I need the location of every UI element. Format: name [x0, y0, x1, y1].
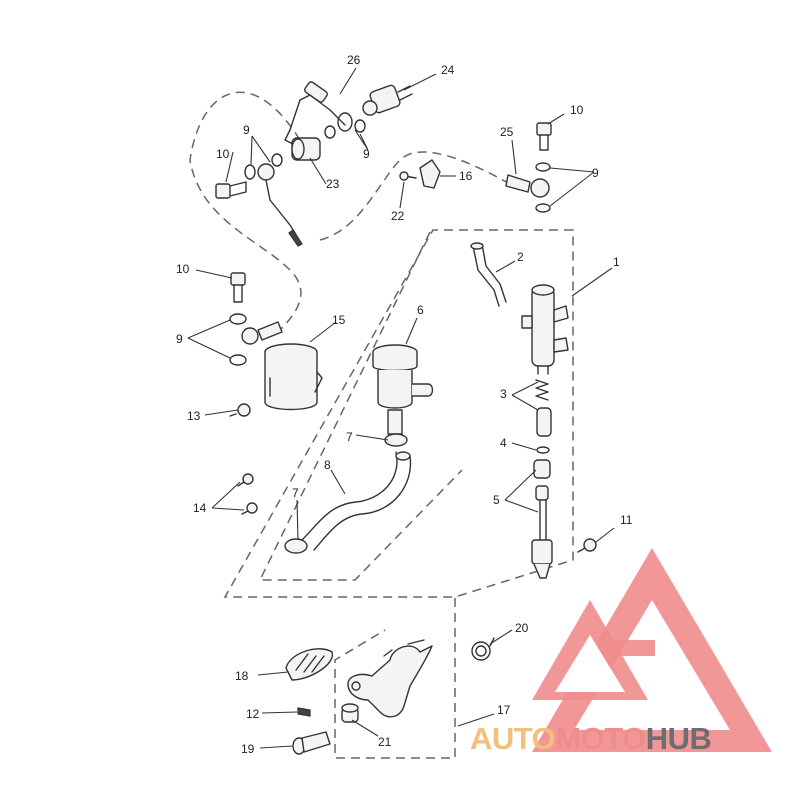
callout-20: 20	[515, 621, 529, 635]
pivot-bolt-drawing	[292, 731, 331, 755]
hose-banjo-drawing	[244, 163, 303, 247]
return-spring-drawing	[471, 637, 495, 661]
reservoir-cover-drawing	[264, 343, 323, 411]
callout-4: 4	[500, 436, 507, 450]
watermark-auto: AUTO	[470, 721, 555, 756]
callout-5: 5	[493, 493, 500, 507]
callout-24: 24	[441, 63, 455, 77]
brake-pedal-drawing	[347, 639, 433, 718]
callout-6: 6	[417, 303, 424, 317]
pedal-rubber-drawing	[285, 648, 333, 681]
callout-15: 15	[332, 313, 346, 327]
callout-10: 10	[570, 103, 584, 117]
callout-2: 2	[517, 250, 524, 264]
callout-23: 23	[326, 177, 340, 191]
callout-22: 22	[391, 209, 405, 223]
assembly-outline	[223, 229, 574, 598]
pushrod-drawing	[531, 459, 553, 579]
bolt-drawing	[215, 181, 247, 199]
screw-drawing	[237, 473, 258, 515]
callout-8: 8	[324, 458, 331, 472]
callout-19: 19	[241, 742, 255, 756]
callout-7: 7	[292, 486, 299, 500]
reservoir-group-outline	[258, 231, 463, 581]
spring-drawing	[535, 379, 552, 437]
hose-clip-drawing	[399, 159, 441, 189]
pressure-switch-drawing	[362, 84, 413, 116]
callout-1: 1	[613, 255, 620, 269]
callout-14: 14	[193, 501, 207, 515]
callout-9: 9	[363, 147, 370, 161]
banjo-fitting-drawing	[505, 174, 550, 198]
watermark-logo	[532, 548, 772, 752]
callout-16: 16	[459, 169, 473, 183]
pedal-group-outline	[334, 598, 456, 759]
callout-17: 17	[497, 703, 511, 717]
screw-drawing	[577, 538, 597, 553]
callout-25: 25	[500, 125, 514, 139]
hose-banjo-drawing	[241, 321, 283, 345]
callout-13: 13	[187, 409, 201, 423]
screw-drawing	[229, 403, 251, 417]
watermark-hub: HUB	[646, 721, 712, 756]
callout-21: 21	[378, 735, 392, 749]
callout-9: 9	[176, 332, 183, 346]
hose-route	[319, 151, 521, 241]
banjo-block-drawing	[271, 112, 366, 167]
callout-3: 3	[500, 387, 507, 401]
pipe-elbow-drawing	[470, 242, 507, 307]
seal-drawing	[536, 446, 550, 454]
leader-lines	[187, 67, 615, 749]
callout-12: 12	[246, 707, 260, 721]
fluid-reservoir-drawing	[372, 344, 434, 435]
bolt-drawing	[230, 272, 246, 303]
master-cylinder-drawing	[521, 284, 569, 375]
callout-10: 10	[176, 262, 190, 276]
bush-drawing	[341, 703, 359, 723]
washer-drawing	[229, 162, 551, 366]
reservoir-hose-drawing	[301, 451, 412, 551]
callout-11: 11	[620, 513, 633, 527]
callout-9: 9	[243, 123, 250, 137]
callout-10: 10	[216, 147, 230, 161]
banjo-fitting-drawing	[284, 81, 346, 146]
callout-9: 9	[592, 166, 599, 180]
callout-18: 18	[235, 669, 249, 683]
hose-route	[189, 91, 302, 331]
callout-26: 26	[347, 53, 361, 67]
callout-7: 7	[346, 430, 353, 444]
watermark-moto: MOTO	[555, 721, 645, 756]
clip-drawing	[297, 707, 311, 717]
bolt-drawing	[536, 122, 552, 151]
hose-clamp-drawing	[284, 433, 408, 554]
watermark-text: AUTOMOTOHUB	[470, 721, 711, 756]
